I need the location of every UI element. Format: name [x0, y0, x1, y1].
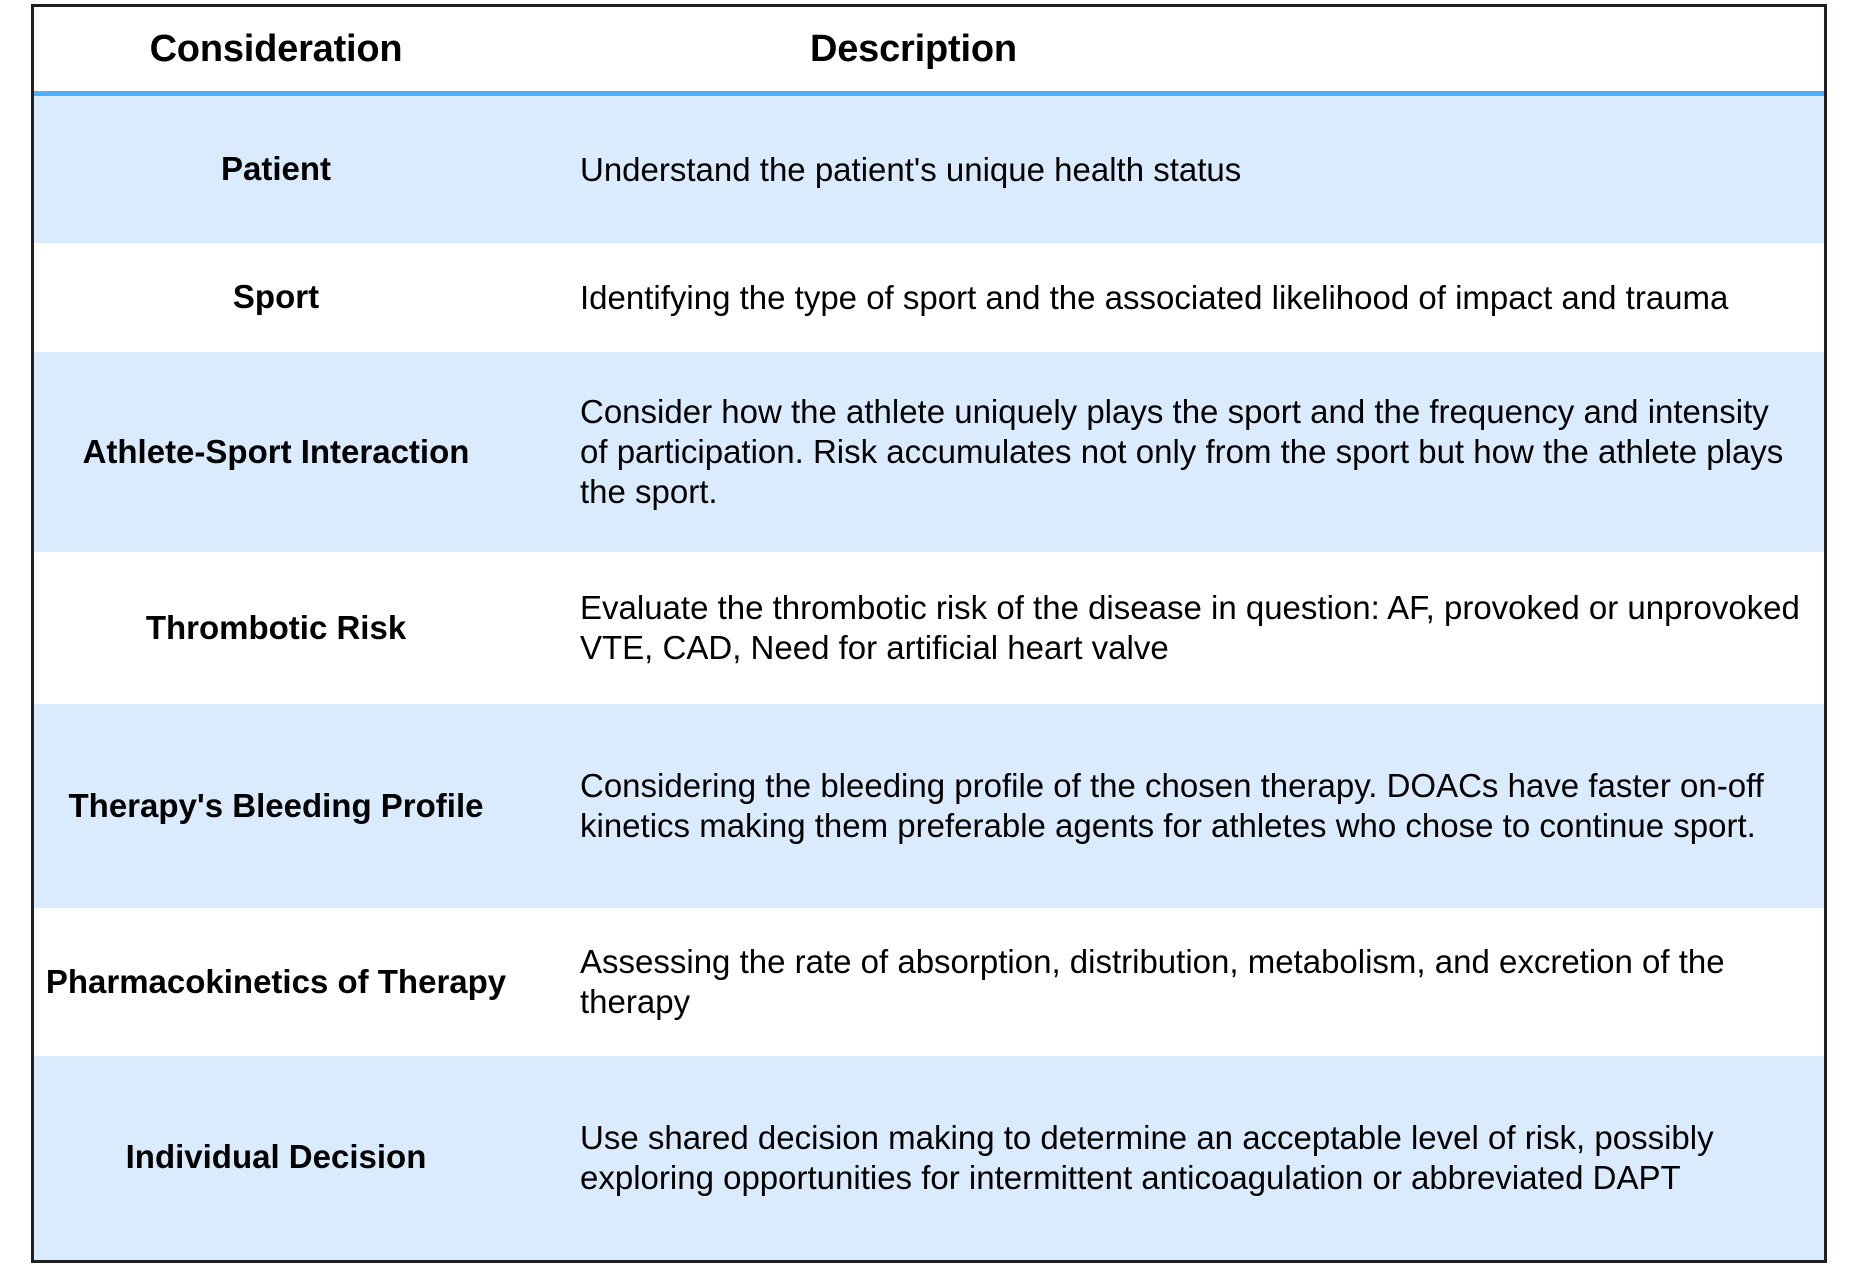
cell-consideration: Individual Decision [34, 1055, 518, 1260]
cell-consideration: Patient [34, 96, 518, 244]
cell-consideration: Thrombotic Risk [34, 552, 518, 705]
cell-description: Use shared decision making to determine … [518, 1055, 1824, 1260]
cell-description: Considering the bleeding profile of the … [518, 704, 1824, 909]
column-header-consideration: Consideration [34, 7, 518, 91]
header-divider-rule [34, 91, 1824, 96]
cell-description: Consider how the athlete uniquely plays … [518, 352, 1824, 553]
cell-description: Evaluate the thrombotic risk of the dise… [518, 552, 1824, 705]
cell-description: Identifying the type of sport and the as… [518, 243, 1824, 353]
cell-consideration: Sport [34, 243, 518, 353]
cell-description: Assessing the rate of absorption, distri… [518, 908, 1824, 1056]
cell-consideration: Pharmacokinetics of Therapy [34, 908, 518, 1056]
cell-consideration: Athlete-Sport Interaction [34, 352, 518, 553]
cell-description: Understand the patient's unique health s… [518, 96, 1824, 244]
table-header-row: Consideration Description [34, 7, 1824, 91]
cell-consideration: Therapy's Bleeding Profile [34, 704, 518, 909]
column-header-description: Description [518, 7, 1824, 91]
table-header: Consideration Description [34, 7, 1824, 96]
header-divider-line [34, 91, 1824, 96]
